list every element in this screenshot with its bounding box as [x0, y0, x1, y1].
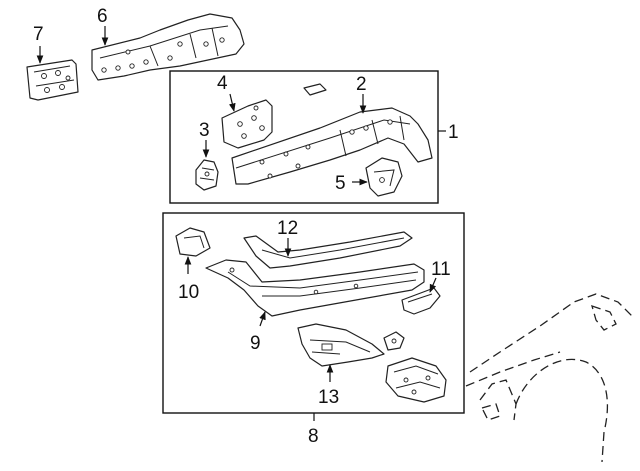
callout-3: 3: [199, 120, 210, 141]
part-3-bracket: [195, 159, 219, 191]
part-9-side-member: [205, 259, 425, 317]
part-6-apron-reinforcement: [91, 13, 245, 81]
part-10-bracket: [175, 227, 211, 257]
callout-1: 1: [448, 122, 459, 143]
part-5-bracket: [365, 157, 403, 197]
leader-4: [228, 93, 236, 112]
part-11-bracket: [401, 287, 441, 315]
fender-outline: [465, 293, 635, 463]
callout-4: 4: [217, 73, 228, 94]
callout-10: 10: [178, 282, 199, 303]
part-4-plate: [221, 99, 273, 149]
callout-7: 7: [33, 24, 44, 45]
part-12-rail: [243, 231, 413, 269]
callout-12: 12: [277, 218, 298, 239]
callout-13: 13: [318, 387, 339, 408]
callout-2: 2: [356, 74, 367, 95]
part-7-bracket: [26, 59, 79, 101]
callout-8: 8: [308, 426, 319, 447]
small-bracket: [383, 331, 405, 351]
callout-11: 11: [431, 259, 451, 280]
group-1-box: [169, 70, 439, 204]
callout-9: 9: [250, 333, 261, 354]
small-clip: [303, 83, 327, 96]
leader-9: [259, 311, 266, 327]
leader-11: [429, 277, 437, 293]
part-13-reinforcement: [297, 323, 385, 367]
callout-5: 5: [335, 173, 346, 194]
part-2-side-member: [231, 107, 433, 185]
callout-6: 6: [97, 6, 108, 27]
lower-bracket-plate: [385, 357, 447, 403]
